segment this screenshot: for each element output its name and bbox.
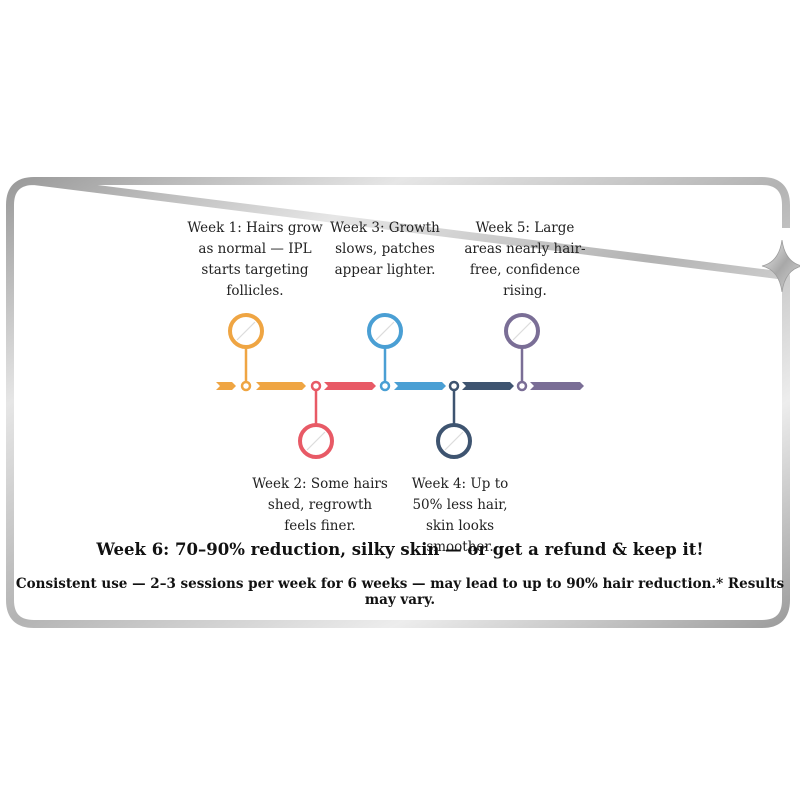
timeline-node: [240, 380, 252, 392]
timeline-arrow-segment: [256, 382, 306, 390]
pin-placeholder-mark: [512, 321, 532, 341]
pin-placeholder-mark: [375, 321, 395, 341]
sparkle-icon: [761, 239, 800, 293]
timeline-node: [516, 380, 528, 392]
timeline-arrow-segment: [530, 382, 584, 390]
pin-placeholder-mark: [236, 321, 256, 341]
week-2-caption: Week 2: Some hairs shed, regrowth feels …: [252, 476, 388, 534]
timeline-arrow-segment: [394, 382, 446, 390]
pin-placeholder-mark: [444, 431, 464, 451]
disclaimer: Consistent use — 2–3 sessions per week f…: [15, 576, 785, 608]
week-4-caption: Week 4: Up to 50% less hair, skin looks …: [411, 476, 509, 555]
timeline-node: [310, 380, 322, 392]
pin-placeholder-mark: [306, 431, 326, 451]
week-5-caption: Week 5: Large areas nearly hair-free, co…: [464, 220, 586, 299]
timeline-arrow-segment: [462, 382, 514, 390]
week-1-caption: Week 1: Hairs grow as normal — IPL start…: [187, 220, 323, 299]
timeline-arrow-segment: [324, 382, 376, 390]
timeline-arrow-segment: [216, 382, 236, 390]
headline: Week 6: 70–90% reduction, silky skin — o…: [96, 540, 704, 559]
timeline-node: [379, 380, 391, 392]
week-3-caption: Week 3: Growth slows, patches appear lig…: [330, 220, 440, 278]
silver-border: [6, 177, 790, 628]
timeline-node: [448, 380, 460, 392]
timeline: [216, 313, 584, 459]
